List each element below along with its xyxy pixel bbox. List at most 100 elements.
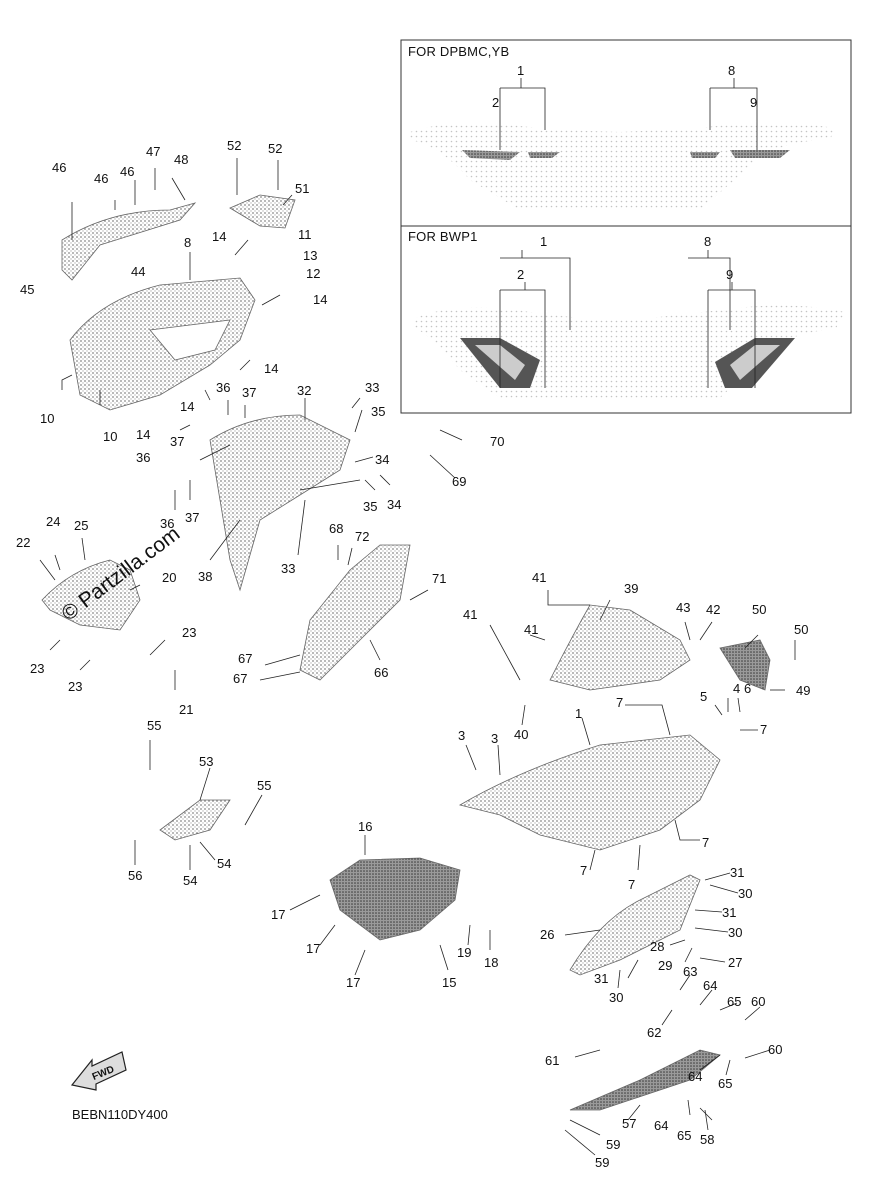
- callout-c41b: 41: [463, 607, 478, 622]
- callout-c56: 56: [128, 868, 143, 883]
- callout-c31a: 31: [730, 865, 745, 880]
- inset-box-bottom-label: FOR BWP1: [408, 229, 478, 244]
- callout-c9b: 9: [726, 267, 734, 282]
- callout-c46b: 46: [94, 171, 109, 186]
- callout-c64c: 64: [654, 1118, 669, 1133]
- callout-c23b: 23: [30, 661, 45, 676]
- callout-c39: 39: [624, 581, 639, 596]
- callout-c43: 43: [676, 600, 691, 615]
- callout-c18: 18: [484, 955, 499, 970]
- callout-c45: 45: [20, 282, 35, 297]
- callout-c71: 71: [432, 571, 447, 586]
- callout-c50a: 50: [752, 602, 767, 617]
- callout-c48: 48: [174, 152, 189, 167]
- callout-c30c: 30: [609, 990, 624, 1005]
- callout-c64b: 64: [688, 1069, 703, 1084]
- callout-c68: 68: [329, 521, 344, 536]
- callout-c6: 6: [744, 681, 752, 696]
- callout-c69: 69: [452, 474, 467, 489]
- callout-c65c: 65: [677, 1128, 692, 1143]
- callout-c12: 12: [306, 266, 321, 281]
- callout-c8: 8: [728, 63, 736, 78]
- callout-c51: 51: [295, 181, 310, 196]
- part-15-under-cover: [329, 857, 461, 941]
- callout-c1c: 1: [575, 706, 583, 721]
- callout-c41c: 41: [524, 622, 539, 637]
- leader-lines: [39, 78, 796, 1156]
- callout-c2: 2: [492, 95, 500, 110]
- callout-c58: 58: [700, 1132, 715, 1147]
- callout-c59a: 59: [606, 1137, 621, 1152]
- part-20-mirror-cover: [41, 559, 141, 631]
- callout-c72: 72: [355, 529, 370, 544]
- callout-c47: 47: [146, 144, 161, 159]
- callout-c7b: 7: [760, 722, 768, 737]
- callout-c8c: 8: [184, 235, 192, 250]
- callout-c41a: 41: [532, 570, 547, 585]
- callout-c40: 40: [514, 727, 529, 742]
- callout-c3b: 3: [491, 731, 499, 746]
- callout-c9: 9: [750, 95, 758, 110]
- callout-c37a: 37: [242, 385, 257, 400]
- callout-c32: 32: [297, 383, 312, 398]
- callout-c35b: 35: [363, 499, 378, 514]
- callout-c7c: 7: [702, 835, 710, 850]
- part-49-duct: [719, 639, 771, 691]
- callout-c7a: 7: [616, 695, 624, 710]
- diagram-code: BEBN110DY400: [72, 1107, 168, 1122]
- callout-c37c: 37: [185, 510, 200, 525]
- callout-c66: 66: [374, 665, 389, 680]
- callout-c52a: 52: [227, 138, 242, 153]
- callout-c14d: 14: [180, 399, 195, 414]
- fwd-arrow: [70, 1051, 127, 1091]
- part-26-lower-cowl: [569, 874, 701, 976]
- callout-c16: 16: [358, 819, 373, 834]
- callout-c65b: 65: [718, 1076, 733, 1091]
- callout-c46a: 46: [52, 160, 67, 175]
- callout-c30b: 30: [728, 925, 743, 940]
- callout-c23a: 23: [182, 625, 197, 640]
- part-53-panel: [159, 799, 231, 841]
- callout-c46c: 46: [120, 164, 135, 179]
- callout-c15: 15: [442, 975, 457, 990]
- callout-c50b: 50: [794, 622, 809, 637]
- part-44-inner-panel: [61, 202, 197, 281]
- callout-c14e: 14: [136, 427, 151, 442]
- part-51-bracket: [229, 194, 296, 229]
- callout-c54a: 54: [183, 873, 198, 888]
- callout-c17c: 17: [346, 975, 361, 990]
- callout-c42: 42: [706, 602, 721, 617]
- callout-c7e: 7: [628, 877, 636, 892]
- part-32-inner-cover: [209, 414, 351, 592]
- callout-c17b: 17: [306, 941, 321, 956]
- callout-c23c: 23: [68, 679, 83, 694]
- callout-c63: 63: [683, 964, 698, 979]
- callout-c55a: 55: [147, 718, 162, 733]
- callout-c34b: 34: [387, 497, 402, 512]
- callout-c33b: 33: [281, 561, 296, 576]
- callout-c70: 70: [490, 434, 505, 449]
- callout-c53: 53: [199, 754, 214, 769]
- callout-c60a: 60: [751, 994, 766, 1009]
- callout-c61: 61: [545, 1053, 560, 1068]
- callout-c8b: 8: [704, 234, 712, 249]
- callout-c22: 22: [16, 535, 31, 550]
- callout-c60b: 60: [768, 1042, 783, 1057]
- inset-box-bwp1: [400, 225, 852, 414]
- callout-c3a: 3: [458, 728, 466, 743]
- callout-c62: 62: [647, 1025, 662, 1040]
- callout-c57: 57: [622, 1116, 637, 1131]
- callout-c13: 13: [303, 248, 318, 263]
- callout-c27: 27: [728, 955, 743, 970]
- callout-c29: 29: [658, 958, 673, 973]
- part-shapes: [41, 194, 771, 1111]
- callout-c36a: 36: [216, 380, 231, 395]
- callout-c67b: 67: [233, 671, 248, 686]
- callout-c31c: 31: [594, 971, 609, 986]
- callout-c5: 5: [700, 689, 708, 704]
- callout-c49: 49: [796, 683, 811, 698]
- callout-c14c: 14: [264, 361, 279, 376]
- inset-box-top-label: FOR DPBMC,YB: [408, 44, 510, 59]
- callout-c14a: 14: [212, 229, 227, 244]
